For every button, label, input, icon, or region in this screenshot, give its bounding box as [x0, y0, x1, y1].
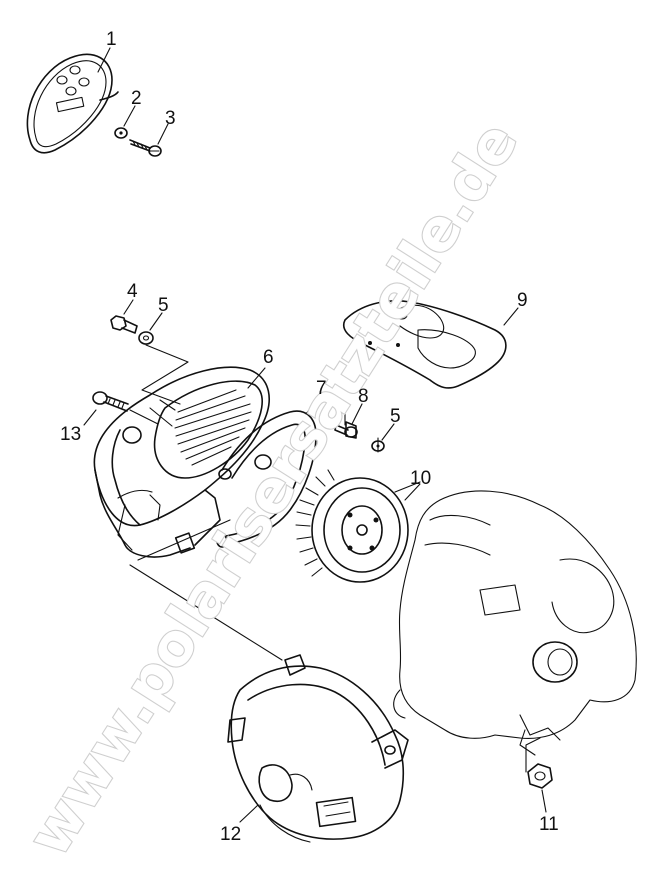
- part-3-screw: [129, 139, 162, 157]
- part-2-washer: [114, 127, 128, 139]
- part-10-flywheel: [295, 469, 409, 583]
- callout-2: 2: [131, 88, 142, 109]
- callout-3: 3: [165, 108, 176, 129]
- callout-11: 11: [539, 814, 559, 835]
- callout-12: 12: [220, 824, 241, 845]
- callout-5-lower: 5: [390, 406, 401, 427]
- assembly-line: [344, 409, 421, 493]
- part-7-hose: [216, 410, 317, 548]
- part-9-gasket-plate: [343, 300, 507, 389]
- callout-6: 6: [263, 347, 274, 368]
- part-13-screw: [92, 391, 129, 412]
- part-8-bolt: [334, 421, 358, 439]
- part-12-housing: [227, 654, 409, 843]
- assembly-line: [129, 564, 283, 661]
- callout-4: 4: [127, 281, 138, 302]
- assembly-line: [129, 409, 159, 425]
- part-11-nut: [525, 737, 553, 789]
- engine-crankcase-outline: [393, 490, 637, 756]
- callout-7: 7: [316, 378, 327, 399]
- part-5-washer-upper: [138, 331, 154, 345]
- callout-13: 13: [60, 424, 81, 445]
- callout-1: 1: [106, 29, 117, 50]
- assembly-line: [137, 519, 231, 561]
- callout-10: 10: [410, 468, 431, 489]
- callout-8: 8: [358, 386, 369, 407]
- watermark: www.polarisersatzteile.de: [14, 110, 531, 867]
- callout-leaders: [83, 47, 547, 823]
- assembly-line: [141, 344, 189, 405]
- callout-5-upper: 5: [158, 295, 169, 316]
- part-4-bolt: [110, 315, 138, 334]
- callout-9: 9: [517, 290, 528, 311]
- part-1-cover-plate: [26, 53, 119, 154]
- callout-labels: 1 2 3 4 5 6 7 8 5 9 10 11 12 13: [60, 29, 559, 845]
